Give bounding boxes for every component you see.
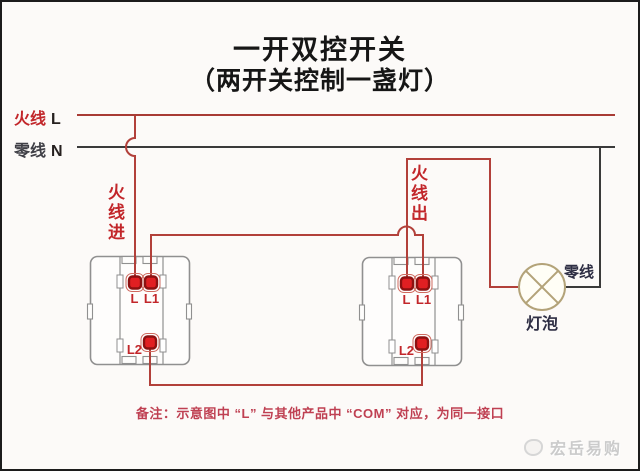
watermark-text: 宏岳易购: [549, 441, 622, 458]
live-out-label: 火线出: [408, 164, 427, 224]
right-switch-terminal-label-l2: L2: [398, 343, 414, 358]
side-clip: [86, 303, 94, 320]
neutral-bus-name: 零线: [14, 143, 47, 160]
screw-slot: [388, 339, 396, 354]
left-switch-terminals: [125, 273, 161, 352]
live-bus-tag: L: [51, 111, 61, 128]
watermark: 宏岳易购: [523, 435, 622, 459]
lamp-neutral-wire: [566, 148, 601, 288]
right-switch-terminal-label-l1: L1: [415, 292, 432, 307]
mount-tab: [121, 355, 137, 365]
right-switch-terminal-label-common: L: [402, 292, 411, 307]
side-clip: [358, 304, 366, 321]
traveler-bottom-wire: [149, 344, 423, 386]
screw-slot: [159, 274, 167, 289]
mount-tab: [393, 356, 409, 366]
mount-tab: [121, 255, 137, 265]
mount-tab: [393, 256, 409, 266]
lamp-neutral-label: 零线: [564, 264, 595, 281]
live-in-wire: [125, 116, 136, 281]
screw-slot: [388, 275, 396, 290]
screw-slot: [431, 275, 439, 290]
page-title: 一开双控开关: [233, 35, 407, 65]
page-subtitle: （两开关控制一盏灯）: [189, 67, 450, 95]
screw-slot: [159, 338, 167, 353]
terminal-common: [399, 276, 415, 291]
live-out-wire: [406, 158, 518, 288]
live-in-label: 火线进: [105, 183, 124, 243]
right-switch-terminals: [397, 274, 433, 353]
terminal-l2: [142, 335, 158, 350]
neutral-bus-tag: N: [51, 143, 63, 160]
watermark-logo-icon: [523, 438, 543, 456]
left-switch-terminal-label-common: L: [130, 291, 139, 306]
right-switch-body: [358, 256, 465, 367]
screw-slot: [116, 338, 124, 353]
side-clip: [185, 303, 193, 320]
terminal-l1: [415, 276, 431, 291]
lamp-label: 灯泡: [525, 316, 558, 333]
footnote: 备注：示意图中 “L” 与其他产品中 “COM” 对应，为同一接口: [135, 406, 505, 421]
terminal-common: [127, 275, 143, 290]
terminal-l2: [414, 336, 430, 351]
lamp-icon: [518, 263, 566, 311]
screw-slot: [431, 339, 439, 354]
live-bus-name: 火线: [14, 111, 47, 128]
left-switch-terminal-label-l1: L1: [143, 291, 160, 306]
terminal-l1: [143, 275, 159, 290]
side-clip: [457, 304, 465, 321]
left-switch-terminal-label-l2: L2: [126, 342, 142, 357]
screw-slot: [116, 274, 124, 289]
